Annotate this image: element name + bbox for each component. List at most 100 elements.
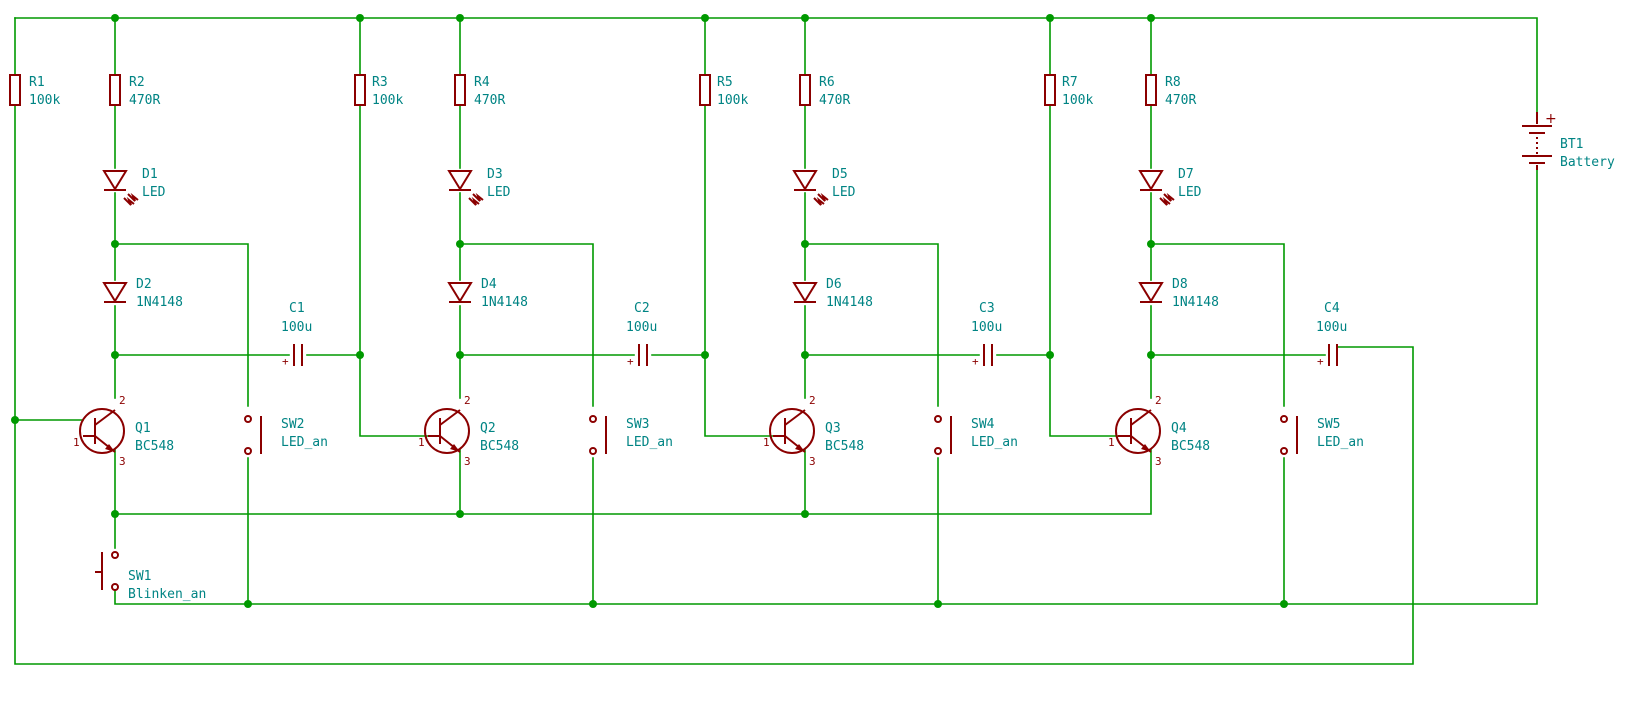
q1-pin-base: 1 [73, 436, 80, 449]
sw5-value: LED_an [1317, 435, 1364, 450]
q3-pin-collector: 2 [809, 394, 816, 407]
r6-value: 470R [819, 93, 850, 108]
sw3-value: LED_an [626, 435, 673, 450]
r3-value: 100k [372, 93, 403, 108]
r8-ref: R8 [1165, 75, 1181, 90]
c1-ref: C1 [289, 301, 305, 316]
q1-pin-emitter: 3 [119, 455, 126, 468]
c2-plus: + [627, 355, 634, 368]
resistor-r3: R3 100k [354, 74, 403, 108]
switch-sw2: SW2 LED_an [244, 415, 328, 455]
sw2-value: LED_an [281, 435, 328, 450]
d1-ref: D1 [142, 167, 158, 182]
resistor-r8: R8 470R [1145, 74, 1196, 108]
switch-sw1: SW1 Blinken_an [95, 551, 206, 602]
c1-plus: + [282, 355, 289, 368]
d2-ref: D2 [136, 277, 152, 292]
q4-ref: Q4 [1171, 421, 1187, 436]
diode-d6: D6 1N4148 [792, 277, 873, 310]
d5-ref: D5 [832, 167, 848, 182]
bt1-plus: + [1545, 111, 1557, 127]
d4-ref: D4 [481, 277, 497, 292]
d3-value: LED [487, 185, 511, 200]
r2-value: 470R [129, 93, 160, 108]
transistor-q3: 1 2 3 Q3 BC548 [763, 394, 864, 468]
d7-ref: D7 [1178, 167, 1194, 182]
q1-value: BC548 [135, 439, 174, 454]
r8-value: 470R [1165, 93, 1196, 108]
resistor-r7: R7 100k [1044, 74, 1093, 108]
q2-pin-collector: 2 [464, 394, 471, 407]
diode-d8: D8 1N4148 [1138, 277, 1219, 310]
r1-ref: R1 [29, 75, 45, 90]
d6-value: 1N4148 [826, 295, 873, 310]
r3-ref: R3 [372, 75, 388, 90]
q3-ref: Q3 [825, 421, 841, 436]
r2-ref: R2 [129, 75, 145, 90]
switch-sw4: SW4 LED_an [934, 415, 1018, 455]
c2-value: 100u [626, 320, 657, 335]
bt1-value: Battery [1560, 155, 1615, 170]
r6-ref: R6 [819, 75, 835, 90]
d8-value: 1N4148 [1172, 295, 1219, 310]
sw1-ref: SW1 [128, 569, 151, 584]
c1-value: 100u [281, 320, 312, 335]
sw4-ref: SW4 [971, 417, 995, 432]
q3-pin-base: 1 [763, 436, 770, 449]
resistor-r5: R5 100k [699, 74, 748, 108]
c3-plus: + [972, 355, 979, 368]
sw4-value: LED_an [971, 435, 1018, 450]
d5-value: LED [832, 185, 856, 200]
r5-ref: R5 [717, 75, 733, 90]
d2-value: 1N4148 [136, 295, 183, 310]
q2-ref: Q2 [480, 421, 496, 436]
resistor-r1: R1 100k [9, 74, 60, 108]
q1-ref: Q1 [135, 421, 151, 436]
capacitor-c2: + C2 100u [626, 301, 657, 368]
capacitor-c1: + C1 100u [281, 301, 312, 368]
r7-ref: R7 [1062, 75, 1078, 90]
transistor-q2: 1 2 3 Q2 BC548 [418, 394, 519, 468]
d1-value: LED [142, 185, 166, 200]
c4-ref: C4 [1324, 301, 1340, 316]
capacitor-c4: + C4 100u [1316, 301, 1347, 368]
transistor-q1: 1 2 3 Q1 BC548 [73, 394, 174, 468]
c2-ref: C2 [634, 301, 650, 316]
battery-bt1: + BT1 Battery [1522, 111, 1615, 170]
q4-pin-base: 1 [1108, 436, 1115, 449]
r4-ref: R4 [474, 75, 490, 90]
resistor-r4: R4 470R [454, 74, 505, 108]
r4-value: 470R [474, 93, 505, 108]
resistor-r2: R2 470R [109, 74, 160, 108]
diode-d4: D4 1N4148 [447, 277, 528, 310]
q2-pin-emitter: 3 [464, 455, 471, 468]
r1-value: 100k [29, 93, 60, 108]
junctions [11, 14, 1288, 608]
q4-pin-emitter: 3 [1155, 455, 1162, 468]
resistor-r6: R6 470R [799, 74, 850, 108]
sw5-ref: SW5 [1317, 417, 1340, 432]
sw2-ref: SW2 [281, 417, 304, 432]
r5-value: 100k [717, 93, 748, 108]
d8-ref: D8 [1172, 277, 1188, 292]
led-d1: D1 LED [102, 167, 166, 206]
d6-ref: D6 [826, 277, 842, 292]
q4-pin-collector: 2 [1155, 394, 1162, 407]
capacitor-c3: + C3 100u [971, 301, 1002, 368]
c3-ref: C3 [979, 301, 995, 316]
q4-value: BC548 [1171, 439, 1210, 454]
switch-sw5: SW5 LED_an [1280, 415, 1364, 455]
transistor-q4: 1 2 3 Q4 BC548 [1108, 394, 1210, 468]
q2-value: BC548 [480, 439, 519, 454]
q1-pin-collector: 2 [119, 394, 126, 407]
sw1-value: Blinken_an [128, 587, 206, 602]
r7-value: 100k [1062, 93, 1093, 108]
bt1-ref: BT1 [1560, 137, 1583, 152]
c4-plus: + [1317, 355, 1324, 368]
d4-value: 1N4148 [481, 295, 528, 310]
led-d7: D7 LED [1138, 167, 1202, 206]
led-d3: D3 LED [447, 167, 511, 206]
c4-value: 100u [1316, 320, 1347, 335]
q3-value: BC548 [825, 439, 864, 454]
